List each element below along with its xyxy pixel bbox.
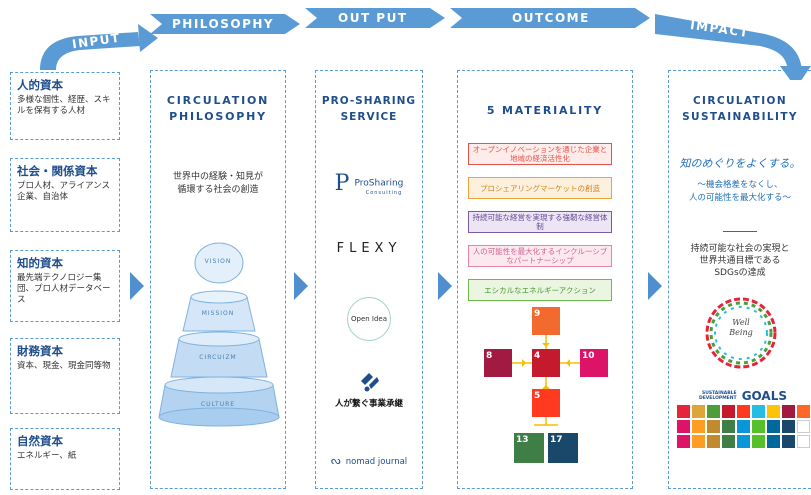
open-idea-circle-icon: Open Idea — [347, 297, 391, 341]
input-financial-capital: 財務資本 資本、現金、現金同等物 — [10, 338, 120, 414]
impact-subline: 〜機会格差をなくし、 人の可能性を最大化する〜 — [688, 180, 791, 203]
logo-business-succession: 人が繋ぐ事業承継 — [316, 369, 422, 409]
materiality-item: オープンイノベーションを通じた企業と地域の経済活性化 — [468, 143, 612, 165]
impact-title: CIRCULATION SUSTAINABILITY — [682, 95, 798, 123]
sdg-tile — [767, 405, 780, 418]
header-philosophy-label: PHILOSOPHY — [172, 17, 275, 31]
sdg-5-icon: 5 — [532, 389, 560, 417]
sdg-tile — [677, 435, 690, 448]
sdg-13-icon: 13 — [514, 433, 544, 463]
materiality-item: プロシェアリングマーケットの創造 — [468, 177, 612, 199]
philosophy-body: 世界中の経験・知見が 循環する社会の創造 — [172, 172, 263, 195]
sdg-tile — [752, 435, 765, 448]
sdg-tile — [692, 420, 705, 433]
sdg-tile — [782, 405, 795, 418]
materiality-item: 持続可能な経営を実現する強靭な経営体制 — [468, 211, 612, 233]
prosharing-p-icon: P — [334, 171, 350, 196]
wellbeing-text: Well Being — [729, 318, 753, 337]
sdg-tile — [707, 435, 720, 448]
sdg-tile — [767, 420, 780, 433]
prosharing-name: ProSharing — [354, 178, 404, 189]
sdg-tile — [737, 420, 750, 433]
sdg-10-icon: 10 — [580, 349, 608, 377]
layer-mission: MISSION — [201, 310, 235, 317]
impact-tagline: 知のめぐりをよくする。 — [679, 157, 801, 170]
sdg-tile — [782, 420, 795, 433]
input-desc: プロ人材、アライアンス企業、自治体 — [17, 181, 110, 202]
input-title: 自然資本 — [17, 434, 63, 448]
logo-prosharing: P ProSharing Consulting — [316, 171, 422, 196]
divider — [723, 231, 757, 232]
sdg-tile — [707, 420, 720, 433]
layer-circuizm: CIRCUIZM — [199, 354, 237, 361]
output-title: PRO-SHARING SERVICE — [321, 95, 417, 123]
sdg-8-icon: 8 — [484, 349, 512, 377]
input-title: 人的資本 — [17, 78, 63, 92]
sdg-tile — [767, 435, 780, 448]
input-desc: 最先端テクノロジー集団、プロ人材データベース — [17, 273, 111, 305]
sdg-tile — [707, 405, 720, 418]
prosharing-sub: Consulting — [365, 190, 403, 196]
sdg-9-icon: 9 — [532, 307, 560, 335]
sdg-tile — [752, 405, 765, 418]
flow-arrow-icon — [294, 272, 308, 300]
sdg-tile — [677, 405, 690, 418]
impact-goal: 持続可能な社会の実現と 世界共通目標である SDGsの達成 — [690, 244, 790, 278]
input-desc: 多様な個性、経歴、スキルを保有する人材 — [17, 95, 111, 116]
sdg-tile — [692, 405, 705, 418]
header-ribbon — [40, 8, 811, 80]
input-title: 財務資本 — [17, 344, 63, 358]
sdg-tile — [752, 420, 765, 433]
input-desc: エネルギー、紙 — [17, 451, 77, 461]
flow-arrow-icon — [648, 272, 662, 300]
outcome-column: 5 MATERIALITY オープンイノベーションを通じた企業と地域の経済活性化… — [457, 70, 633, 489]
wellbeing-ring-icon — [705, 297, 777, 369]
materiality-item: エシカルなエネルギーアクション — [468, 279, 612, 301]
output-column: PRO-SHARING SERVICE P ProSharing Consult… — [315, 70, 423, 489]
layer-culture: CULTURE — [200, 401, 236, 408]
header-outcome-label: OUTCOME — [512, 11, 590, 25]
impact-column: CIRCULATION SUSTAINABILITY 知のめぐりをよくする。 〜… — [668, 70, 811, 489]
nomad-swirl-icon: ᔓ — [330, 454, 341, 467]
puzzle-hands-icon — [361, 373, 379, 392]
philosophy-pyramid — [158, 242, 280, 427]
flow-arrow-icon — [130, 272, 144, 300]
sdg-tile — [677, 420, 690, 433]
sdg-tile — [782, 435, 795, 448]
logo-nomad-journal: ᔓ nomad journal — [330, 454, 408, 467]
flow-arrow-icon — [438, 272, 452, 300]
sdg-tile — [737, 435, 750, 448]
sdgs-logo: SUSTAINABLE DEVELOPMENT GOALS — [699, 388, 787, 403]
sdg-tile — [737, 405, 750, 418]
logo-open-idea: Open Idea — [316, 297, 422, 341]
input-social-capital: 社会・関係資本 プロ人材、アライアンス企業、自治体 — [10, 158, 120, 232]
sdg-tile — [797, 435, 810, 448]
sdg-tile — [722, 405, 735, 418]
input-human-capital: 人的資本 多様な個性、経歴、スキルを保有する人材 — [10, 72, 120, 140]
philosophy-title: CIRCULATION PHILOSOPHY — [166, 94, 270, 123]
header-output-label: OUT PUT — [338, 11, 408, 25]
logo-flexy: FLEXY — [336, 241, 402, 256]
layer-vision: VISION — [204, 258, 232, 265]
sdg-tile — [692, 435, 705, 448]
sdg-17-icon: 17 — [548, 433, 578, 463]
input-desc: 資本、現金、現金同等物 — [17, 361, 111, 371]
sdg-tile — [797, 405, 810, 418]
sdg-tile — [797, 420, 810, 433]
outcome-title: 5 MATERIALITY — [486, 104, 604, 117]
input-natural-capital: 自然資本 エネルギー、紙 — [10, 428, 120, 490]
sdg-4-icon: 4 — [532, 349, 560, 377]
input-title: 知的資本 — [17, 256, 63, 270]
input-title: 社会・関係資本 — [17, 164, 98, 178]
input-intellectual-capital: 知的資本 最先端テクノロジー集団、プロ人材データベース — [10, 250, 120, 322]
sdg-tile — [722, 435, 735, 448]
materiality-item: 人の可能性を最大化するインクルーシブなパートナーシップ — [468, 245, 612, 267]
philosophy-column: CIRCULATION PHILOSOPHY 世界中の経験・知見が 循環する社会… — [150, 70, 286, 489]
sdg-grid — [677, 405, 811, 465]
sdg-tile — [722, 420, 735, 433]
